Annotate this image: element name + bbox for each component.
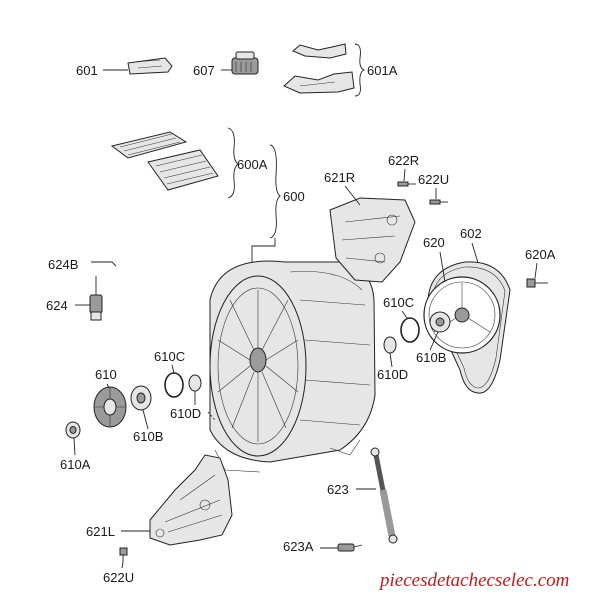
- part-621R: [329, 197, 416, 283]
- label-621R: 621R: [324, 170, 355, 185]
- label-602: 602: [460, 226, 482, 241]
- leader-602: [471, 242, 479, 264]
- leader-610C-left: [171, 364, 175, 374]
- label-622U-top: 622U: [418, 172, 449, 187]
- leader-610A: [73, 437, 76, 456]
- leader-610D-left-to-tub: [207, 411, 216, 421]
- part-624B-pin: [91, 261, 117, 267]
- label-610: 610: [95, 367, 117, 382]
- label-610C-right: 610C: [383, 295, 414, 310]
- part-621L: [149, 454, 233, 546]
- label-607: 607: [193, 63, 215, 78]
- label-624: 624: [46, 298, 68, 313]
- brace-600: [269, 144, 281, 239]
- label-624B: 624B: [48, 257, 78, 272]
- label-622U-bottom: 622U: [103, 570, 134, 585]
- part-610A-nut: [65, 421, 81, 439]
- label-620: 620: [423, 235, 445, 250]
- part-600-tub: [209, 260, 376, 473]
- part-620A-bolt: [526, 278, 548, 288]
- brace-601A: [354, 43, 366, 97]
- part-622R-screw: [397, 181, 416, 187]
- part-600A-cover-bottom: [147, 149, 219, 191]
- part-623A-pin: [337, 543, 363, 552]
- label-600: 600: [283, 189, 305, 204]
- label-610A: 610A: [60, 457, 91, 472]
- label-610D-right: 610D: [377, 367, 408, 382]
- part-601A-lower: [283, 71, 355, 94]
- label-620A: 620A: [525, 247, 556, 262]
- leader-620A: [534, 262, 538, 279]
- label-610B-left: 610B: [133, 429, 163, 444]
- label-623A: 623A: [283, 539, 314, 554]
- part-622U-screw-bottom: [119, 547, 128, 562]
- watermark-text: piecesdetachecselec.com: [378, 570, 569, 591]
- part-610D-right-bearing: [383, 336, 397, 354]
- leader-622R: [403, 168, 406, 182]
- label-601: 601: [76, 63, 98, 78]
- label-601A: 601A: [367, 63, 398, 78]
- leader-610C-right: [401, 310, 408, 319]
- part-620-pulley: [423, 276, 501, 354]
- part-610B-right: [429, 311, 451, 333]
- leader-600: [251, 238, 276, 275]
- brace-600A: [227, 127, 239, 199]
- leader-610: [106, 383, 110, 389]
- part-622U-screw-top: [429, 199, 448, 205]
- part-623-damper: [370, 447, 398, 544]
- part-624-spring: [89, 276, 103, 321]
- label-623: 623: [327, 482, 349, 497]
- leader-610D-right: [389, 352, 393, 368]
- leader-622U-bottom: [121, 561, 124, 569]
- part-600A-cover-top: [110, 131, 188, 159]
- part-610D-left-bearing: [188, 374, 202, 392]
- leader-610B-left: [142, 409, 149, 430]
- leader-610B-right: [429, 331, 439, 351]
- leader-621R: [344, 185, 361, 206]
- label-610C-left: 610C: [154, 349, 185, 364]
- leader-620: [439, 251, 446, 283]
- label-622R: 622R: [388, 153, 419, 168]
- label-621L: 621L: [86, 524, 115, 539]
- part-601: [127, 57, 173, 75]
- part-601A-upper: [292, 43, 347, 59]
- label-610D-left: 610D: [170, 406, 201, 421]
- part-607: [231, 51, 259, 75]
- part-610C-right-oring: [400, 317, 420, 343]
- label-610B-right: 610B: [416, 350, 446, 365]
- part-610C-left-oring: [164, 372, 184, 398]
- part-610-flange: [93, 386, 127, 428]
- part-610B-left: [130, 385, 152, 411]
- label-600A: 600A: [237, 157, 268, 172]
